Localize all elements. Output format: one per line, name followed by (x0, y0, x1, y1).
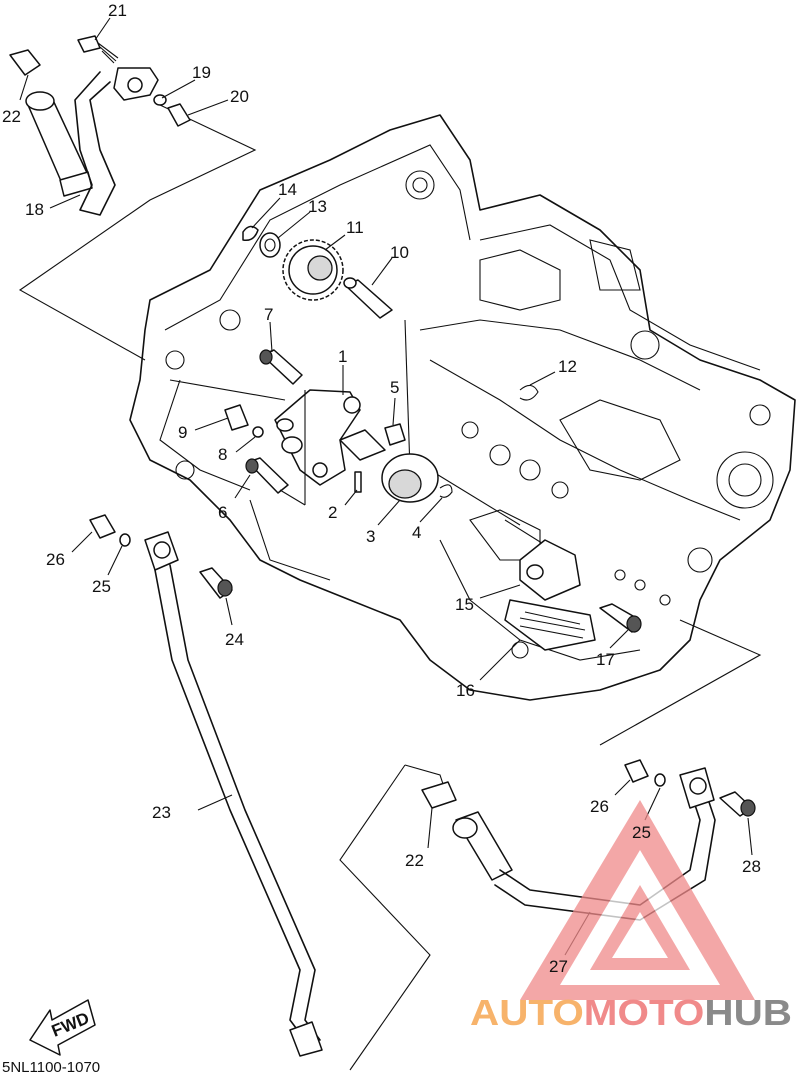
assembly-outline-lines (18, 104, 762, 1071)
callout-12: 12 (558, 357, 577, 376)
upper-oil-pipe-assembly (9, 35, 191, 216)
callout-labels: 21 22 19 20 18 14 13 11 10 7 1 5 12 9 8 … (2, 1, 761, 976)
callout-15: 15 (455, 595, 474, 614)
callout-17: 17 (596, 650, 615, 669)
callout-25-left: 25 (92, 577, 111, 596)
callout-16: 16 (456, 681, 475, 700)
callout-28: 28 (742, 857, 761, 876)
callout-26-right: 26 (590, 797, 609, 816)
watermark-moto: MOTO (584, 992, 705, 1033)
callout-13: 13 (308, 197, 327, 216)
oil-strainer (504, 539, 642, 651)
callout-9: 9 (178, 423, 187, 442)
watermark-hub: HUB (704, 992, 792, 1033)
callout-3: 3 (366, 527, 375, 546)
oil-pump-parts (224, 225, 539, 503)
callout-24: 24 (225, 630, 244, 649)
watermark-triangle (520, 800, 755, 1000)
crankcase-body (129, 114, 796, 701)
callout-25-right: 25 (632, 823, 651, 842)
callout-21: 21 (108, 1, 127, 20)
callout-1: 1 (338, 347, 347, 366)
left-oil-pipe (89, 514, 323, 1057)
callout-23: 23 (152, 803, 171, 822)
callout-20: 20 (230, 87, 249, 106)
callout-22-upper: 22 (2, 107, 21, 126)
watermark-auto: AUTO (470, 992, 584, 1033)
callout-26-left: 26 (46, 550, 65, 569)
callout-2: 2 (328, 503, 337, 522)
forward-direction-arrow: FWD (29, 999, 96, 1056)
callout-14: 14 (278, 180, 297, 199)
callout-7: 7 (264, 305, 273, 324)
callout-8: 8 (218, 445, 227, 464)
callout-5: 5 (390, 378, 399, 397)
callout-4: 4 (412, 523, 421, 542)
callout-18: 18 (25, 200, 44, 219)
callout-22-lower: 22 (405, 851, 424, 870)
callout-11: 11 (346, 218, 364, 237)
right-oil-pipe (421, 759, 756, 921)
callout-19: 19 (192, 63, 211, 82)
callout-27: 27 (549, 957, 568, 976)
leader-lines (19, 17, 753, 956)
callout-10: 10 (390, 243, 409, 262)
drawing-code: 5NL1100-1070 (2, 1059, 100, 1075)
callout-6: 6 (218, 503, 227, 522)
